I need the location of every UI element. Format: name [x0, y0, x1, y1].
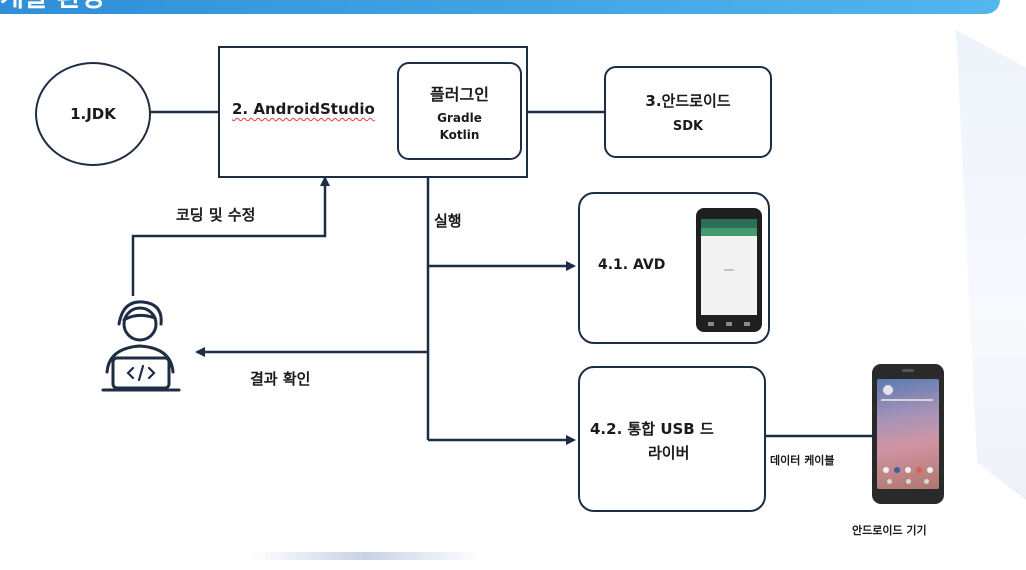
usb-label-line2: 라이버	[648, 444, 690, 462]
code-icon	[126, 364, 156, 382]
sdk-label-line1: 3.안드로이드	[645, 92, 731, 110]
android-studio-node: 2. AndroidStudio 플러그인 Gradle Kotlin	[218, 46, 528, 178]
jdk-node: 1.JDK	[35, 62, 151, 166]
avd-node: 4.1. AVD	[578, 192, 770, 344]
plugin-item-gradle: Gradle	[437, 110, 482, 125]
edge-coding	[131, 176, 330, 296]
result-label: 결과 확인	[250, 370, 311, 388]
device-label: 안드로이드 기기	[852, 524, 927, 537]
usb-driver-node: 4.2. 통합 USB 드 라이버	[578, 366, 766, 512]
run-label: 실행	[434, 212, 462, 230]
cable-label: 데이터 케이블	[770, 454, 835, 467]
plugin-item-kotlin: Kotlin	[439, 127, 480, 142]
plugin-node: 플러그인 Gradle Kotlin	[397, 62, 522, 160]
emulator-phone-icon	[696, 208, 762, 332]
background-decoration-bottom	[250, 552, 480, 560]
android-studio-label: 2. AndroidStudio	[232, 100, 375, 118]
header-title: 개발 환경	[0, 0, 230, 12]
avd-label: 4.1. AVD	[598, 257, 666, 273]
plugin-title: 플러그인	[430, 84, 489, 104]
usb-label-line1: 4.2. 통합 USB 드	[590, 420, 714, 438]
jdk-label: 1.JDK	[70, 105, 116, 123]
developer-icon	[101, 300, 181, 392]
header-bar: 개발 환경	[0, 0, 1000, 14]
sdk-node: 3.안드로이드 SDK	[604, 66, 772, 158]
sdk-label-line2: SDK	[672, 119, 704, 134]
android-device-icon	[872, 364, 944, 504]
coding-label: 코딩 및 수정	[176, 206, 256, 224]
